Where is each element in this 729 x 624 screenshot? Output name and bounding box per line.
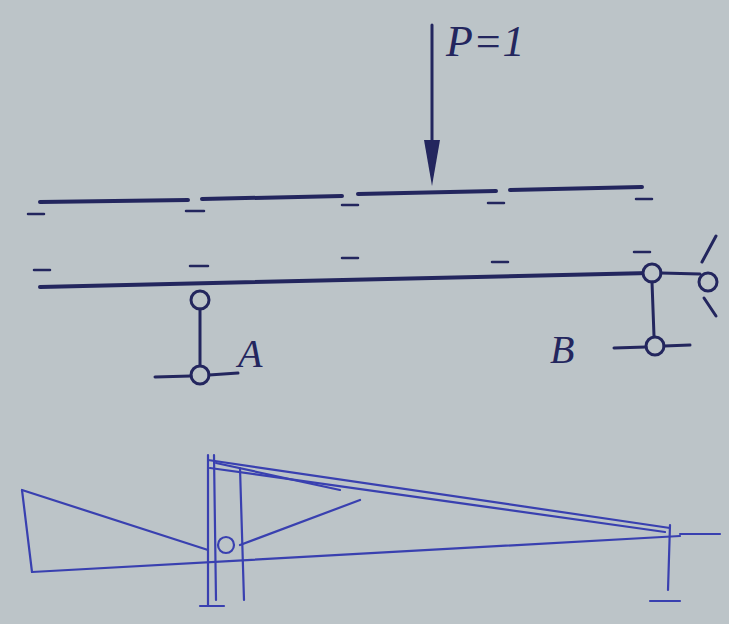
load-arrow [424, 25, 440, 186]
stringer-segments [40, 187, 642, 202]
support-b [614, 236, 717, 355]
support-label: A [238, 334, 262, 374]
support-a [155, 291, 238, 384]
load-label: P=1 [446, 20, 525, 64]
influence-line-sketch [22, 455, 720, 606]
support-label: B [550, 330, 574, 370]
stringer-ticks [28, 199, 652, 270]
main-beam [40, 273, 650, 287]
